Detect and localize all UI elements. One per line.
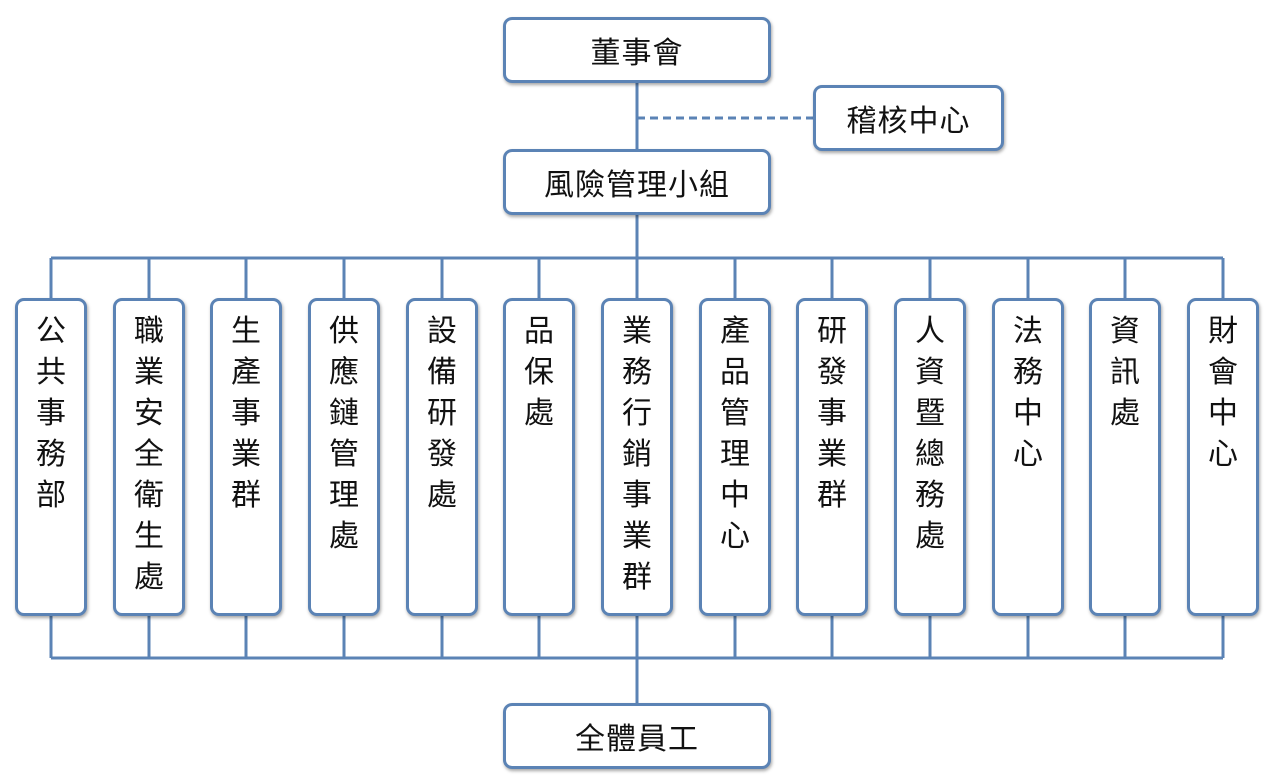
- department-box: 職業安全衛生處: [113, 298, 185, 616]
- department-box: 業務行銷事業群: [601, 298, 673, 616]
- staff-node: 全體員工: [503, 703, 771, 769]
- risk-group-label: 風險管理小組: [544, 168, 730, 203]
- department-label: 供應鏈管理處: [329, 314, 359, 554]
- department-label: 生產事業群: [231, 314, 261, 513]
- department-label: 公共事務部: [36, 314, 66, 513]
- department-box: 供應鏈管理處: [308, 298, 380, 616]
- department-box: 生產事業群: [210, 298, 282, 616]
- board-label: 董事會: [590, 36, 684, 71]
- department-label: 職業安全衛生處: [134, 314, 164, 595]
- department-box: 公共事務部: [15, 298, 87, 616]
- department-label: 品保處: [524, 314, 554, 431]
- department-box: 資訊處: [1089, 298, 1161, 616]
- risk-group-node: 風險管理小組: [503, 149, 771, 215]
- department-label: 產品管理中心: [720, 314, 750, 554]
- audit-label: 稽核中心: [846, 104, 971, 139]
- department-label: 財會中心: [1208, 314, 1238, 472]
- staff-label: 全體員工: [575, 722, 699, 757]
- department-label: 法務中心: [1013, 314, 1043, 472]
- department-label: 研發事業群: [817, 314, 847, 513]
- department-box: 財會中心: [1187, 298, 1259, 616]
- department-label: 人資暨總務處: [915, 314, 945, 554]
- department-box: 品保處: [503, 298, 575, 616]
- department-label: 設備研發處: [427, 314, 457, 513]
- audit-node: 稽核中心: [813, 85, 1004, 151]
- department-box: 人資暨總務處: [894, 298, 966, 616]
- department-label: 資訊處: [1110, 314, 1140, 431]
- board-node: 董事會: [503, 17, 771, 83]
- department-box: 設備研發處: [406, 298, 478, 616]
- department-box: 產品管理中心: [699, 298, 771, 616]
- department-box: 研發事業群: [796, 298, 868, 616]
- department-label: 業務行銷事業群: [622, 314, 652, 595]
- department-box: 法務中心: [992, 298, 1064, 616]
